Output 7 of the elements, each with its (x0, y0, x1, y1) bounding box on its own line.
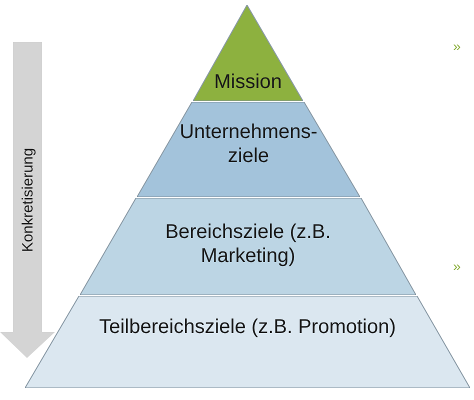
level-label: Mission (214, 70, 282, 94)
level-label: Teilbereichsziele (z.B. Promotion) (99, 315, 396, 339)
level-label: Unternehmens- ziele (178, 120, 318, 168)
level-label: Bereichsziele (z.B. Marketing) (164, 220, 332, 268)
bullet-mark: » (453, 258, 461, 274)
axis-label: Konkretisierung (20, 148, 36, 252)
bullet-mark: » (453, 38, 461, 54)
